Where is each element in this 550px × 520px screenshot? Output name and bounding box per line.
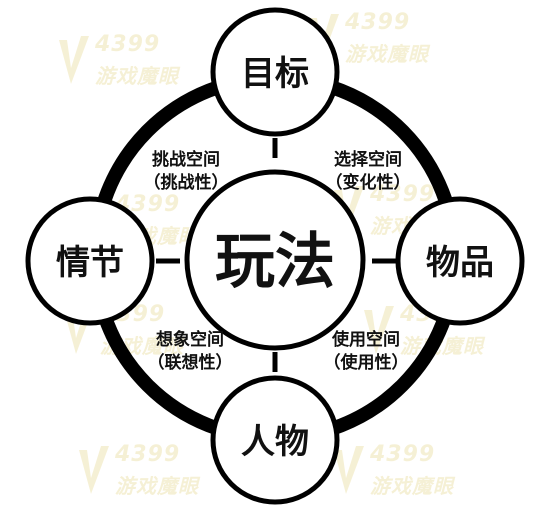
node-left-circle bbox=[25, 196, 155, 326]
node-right-label: 物品 bbox=[426, 243, 494, 283]
space-bottom-right-sub: （使用性） bbox=[324, 352, 409, 373]
node-top-label: 目标 bbox=[241, 54, 309, 94]
space-top-left-title: 挑战空间 bbox=[152, 149, 220, 170]
space-top-right-sub: （变化性） bbox=[326, 172, 411, 193]
node-top-circle bbox=[210, 7, 340, 137]
node-bottom-circle bbox=[210, 375, 340, 505]
space-top-right-title: 选择空间 bbox=[334, 149, 402, 170]
space-bottom-left-title: 想象空间 bbox=[156, 329, 224, 350]
space-bottom-right-title: 使用空间 bbox=[331, 329, 400, 350]
space-bottom-left-sub: （联想性） bbox=[148, 352, 233, 373]
node-right-circle bbox=[395, 196, 525, 326]
node-bottom-label: 人物 bbox=[241, 422, 309, 462]
center-circle bbox=[184, 169, 366, 351]
space-top-left-sub: （挑战性） bbox=[144, 172, 229, 193]
center-label: 玩法 bbox=[215, 227, 335, 297]
node-left-label: 情节 bbox=[56, 243, 124, 283]
